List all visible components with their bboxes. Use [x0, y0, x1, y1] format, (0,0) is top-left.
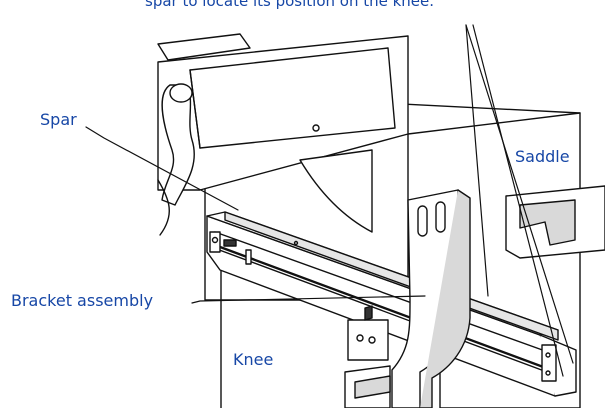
bracket-assembly	[344, 189, 471, 409]
leader-spar	[85, 126, 239, 211]
label-saddle: Saddle	[515, 147, 570, 166]
leader-caption-2	[465, 24, 574, 364]
leader-caption-1	[465, 24, 489, 297]
vise-assembly	[157, 33, 409, 236]
leader-lines	[85, 24, 574, 377]
leader-bracket	[191, 295, 426, 304]
label-knee: Knee	[233, 350, 274, 369]
caption-text: spar to locate its position on the knee.	[145, 0, 435, 10]
label-spar: Spar	[40, 110, 77, 129]
leader-caption-3	[472, 24, 564, 377]
saddle-bracket	[505, 185, 605, 259]
label-bracket-assembly: Bracket assembly	[11, 291, 154, 310]
